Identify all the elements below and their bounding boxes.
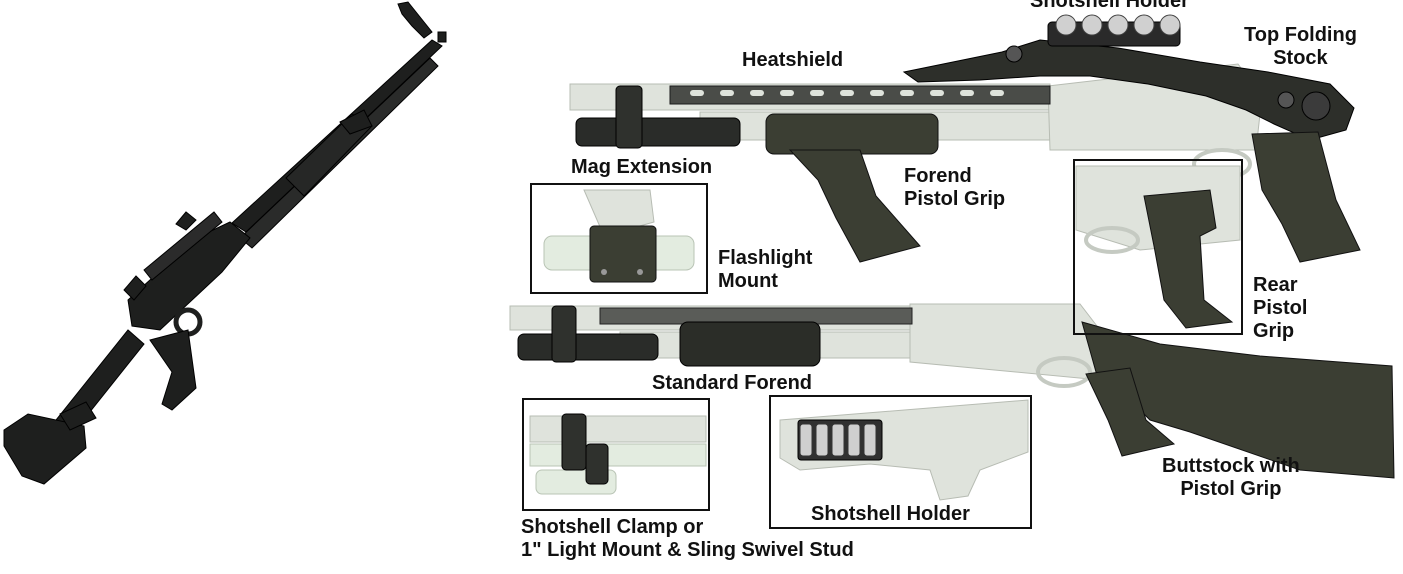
flashlight-mount-inset (530, 183, 708, 294)
buttstock-pistol-grip-label: Buttstock with Pistol Grip (1162, 455, 1300, 501)
flashlight-mount-inset-art (543, 189, 695, 283)
top-folding-stock-line2: Stock (1273, 47, 1328, 69)
forend-pistol-grip-label: Forend Pistol Grip (904, 165, 1005, 211)
top-folding-stock-label: Top Folding Stock (1244, 24, 1357, 70)
flashlight-mount-line2: Mount (718, 270, 778, 292)
rear-pistol-grip-inset-art (1075, 165, 1241, 329)
flashlight-mount-line1: Flashlight (718, 247, 813, 269)
mag-extension-label: Mag Extension (571, 156, 713, 178)
buttstock-pistol-grip-line1: Buttstock with (1162, 455, 1300, 477)
shotshell-clamp-line1: Shotshell Clamp or (521, 516, 704, 538)
shotshell-clamp-line2: 1" Light Mount & Sling Swivel Stud (521, 539, 854, 561)
rear-pistol-grip-line3: Grip (1253, 320, 1295, 342)
upper-shotgun-assembly (569, 14, 1361, 263)
forend-pistol-grip-line2: Pistol Grip (904, 188, 1006, 210)
buttstock-pistol-grip-line2: Pistol Grip (1180, 478, 1282, 500)
lower-shotgun-assembly (509, 303, 1395, 479)
shotshell-holder-top-label: Shotshell Holder (1030, 0, 1189, 12)
shotshell-holder-inset (769, 395, 1032, 529)
shotshell-holder-inset-art (779, 399, 1029, 501)
tactical-shotgun-image (3, 1, 447, 485)
shotshell-holder-bottom-label: Shotshell Holder (811, 503, 970, 525)
rear-pistol-grip-label: Rear Pistol Grip (1253, 274, 1307, 343)
flashlight-mount-label: Flashlight Mount (718, 247, 812, 293)
shotshell-clamp-label: Shotshell Clamp or 1" Light Mount & Slin… (521, 516, 854, 562)
shotshell-clamp-inset (522, 398, 710, 511)
rear-pistol-grip-line1: Rear (1253, 274, 1298, 296)
heatshield-label: Heatshield (742, 49, 844, 71)
rear-pistol-grip-line2: Pistol (1253, 297, 1308, 319)
forend-pistol-grip-line1: Forend (904, 165, 972, 187)
top-folding-stock-line1: Top Folding (1244, 24, 1357, 46)
shotshell-clamp-inset-art (529, 413, 707, 495)
rear-pistol-grip-inset (1073, 159, 1243, 335)
standard-forend-label: Standard Forend (652, 372, 813, 394)
